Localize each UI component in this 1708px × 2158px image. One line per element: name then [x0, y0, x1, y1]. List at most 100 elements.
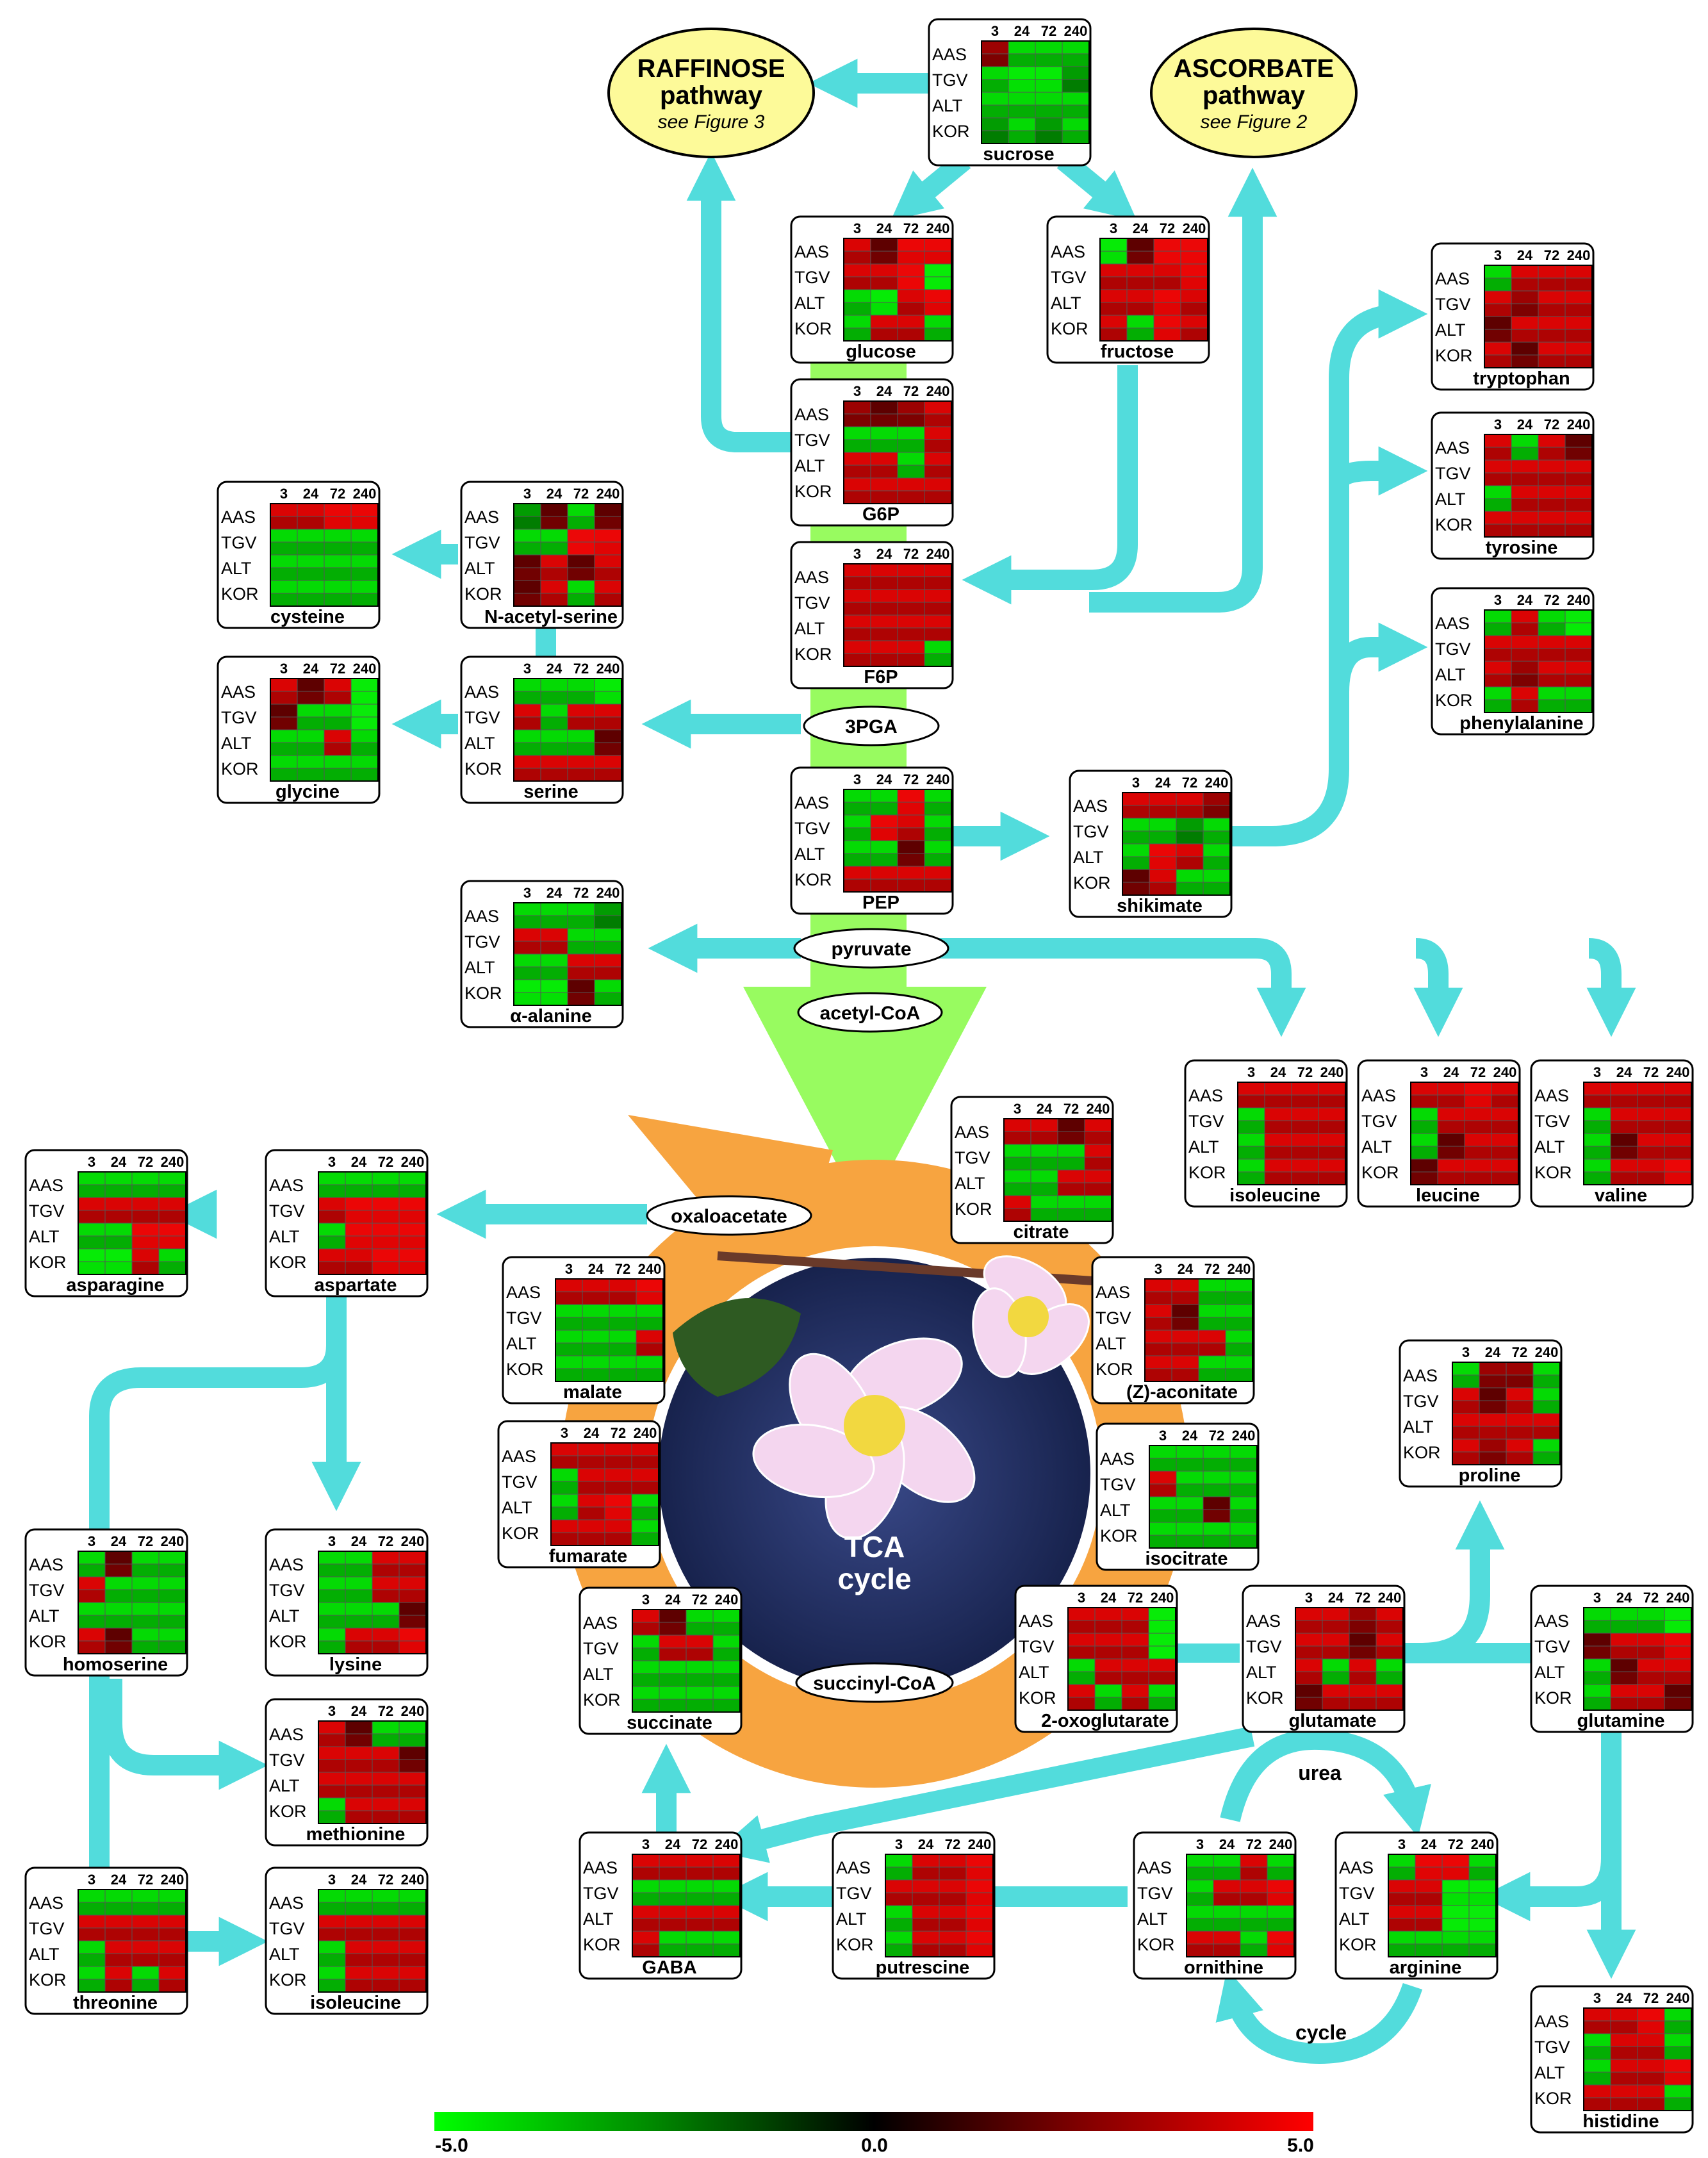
row-label: AAS: [1073, 796, 1108, 816]
row-label: AAS: [269, 1725, 304, 1744]
heatmap-cell: [1148, 1697, 1176, 1711]
heatmap-cell: [1583, 1171, 1611, 1185]
heatmap-cell: [1415, 1892, 1443, 1906]
heatmap-cell: [540, 742, 568, 756]
heatmap-cell: [318, 1171, 346, 1185]
heatmap-cell: [513, 567, 541, 581]
heatmap-cell: [567, 755, 595, 769]
heatmap-cell: [1122, 792, 1150, 806]
heatmap-cell: [1583, 2072, 1611, 2086]
heatmap-cell: [1464, 1107, 1492, 1121]
metabolite-name: PEP: [862, 893, 899, 913]
heatmap-cell: [372, 1563, 400, 1577]
heatmap-cell: [1198, 1330, 1226, 1344]
heatmap-cell: [567, 768, 595, 782]
row-label: KOR: [269, 1632, 307, 1651]
time-label: 24: [1421, 1836, 1437, 1852]
heatmap-cell: [1035, 130, 1063, 144]
row-label: AAS: [1100, 1449, 1135, 1469]
time-label: 72: [378, 1703, 393, 1719]
heatmap-cell: [324, 503, 352, 517]
heatmap-cell: [567, 704, 595, 718]
heatmap-cell: [513, 768, 541, 782]
heatmap-cell: [1144, 1304, 1172, 1318]
metabolite-name: G6P: [862, 504, 899, 525]
heatmap-cell: [897, 789, 925, 803]
heatmap-cell: [1203, 856, 1231, 870]
time-label: 72: [903, 546, 919, 562]
heatmap-cell: [372, 1248, 400, 1262]
heatmap-cell: [604, 1455, 632, 1469]
heatmap-cell: [345, 1640, 373, 1654]
heatmap-cell: [1237, 1094, 1265, 1108]
heatmap-cell: [965, 1854, 994, 1868]
svg-text:ASCORBATE: ASCORBATE: [1174, 54, 1334, 83]
heatmap-cell: [567, 902, 595, 916]
heatmap-cell: [1198, 1355, 1226, 1369]
heatmap-cell: [1291, 1120, 1319, 1134]
heatmap-cell: [582, 1330, 610, 1344]
time-label: 24: [876, 546, 892, 562]
heatmap-cell: [1491, 1146, 1519, 1160]
time-label: 24: [1517, 416, 1533, 432]
row-label: KOR: [1137, 1935, 1175, 1954]
heatmap-cell: [1375, 1620, 1404, 1634]
heatmap-cell: [513, 678, 541, 692]
heatmap-cell: [324, 593, 352, 607]
heatmap-cell: [297, 755, 325, 769]
heatmap-cell: [594, 704, 622, 718]
heatmap-cell: [1084, 1169, 1112, 1183]
heatmap-cell: [636, 1304, 664, 1318]
heatmap-cell: [1122, 830, 1150, 844]
heatmap-cell: [1030, 1169, 1058, 1183]
heatmap-cell: [1099, 289, 1128, 303]
heatmap-cell: [843, 814, 871, 828]
heatmap-cell: [659, 1931, 687, 1945]
heatmap-cell: [1229, 1470, 1258, 1485]
heatmap-cell: [897, 400, 925, 415]
heatmap-cell: [540, 529, 568, 543]
heatmap-cell: [1144, 1342, 1172, 1356]
heatmap-cell: [1180, 327, 1208, 342]
row-label: KOR: [955, 1199, 992, 1219]
time-label: 72: [1297, 1064, 1313, 1080]
heatmap-cell: [870, 426, 898, 440]
heatmap-cell: [1229, 1535, 1258, 1549]
metabolite-name: arginine: [1390, 1957, 1462, 1978]
time-label: 72: [573, 885, 589, 901]
heatmap-cell: [1186, 1854, 1214, 1868]
heatmap-cell: [1532, 1362, 1561, 1376]
time-label: 240: [401, 1154, 425, 1170]
heatmap-cell: [659, 1905, 687, 1919]
heatmap-cell: [1506, 1426, 1534, 1440]
heatmap-cell: [1388, 1879, 1416, 1893]
time-label: 240: [1471, 1836, 1495, 1852]
heatmap-cell: [1094, 1645, 1122, 1660]
heatmap-cell: [1506, 1387, 1534, 1401]
heatmap-cell: [513, 979, 541, 993]
time-label: 3: [280, 661, 288, 677]
time-label: 3: [991, 23, 999, 39]
heatmap-cell: [1008, 92, 1036, 106]
heatmap-grid-border: [1237, 1082, 1346, 1185]
metabolite-name: citrate: [1013, 1222, 1069, 1242]
heatmap-cell: [843, 627, 871, 641]
metabolite-name: threonine: [73, 1993, 158, 2013]
heatmap-cell: [398, 1927, 427, 1941]
heatmap-cell: [513, 529, 541, 543]
time-label: 72: [1355, 1590, 1370, 1606]
heatmap-cell: [1564, 316, 1593, 330]
heatmap-cell: [297, 593, 325, 607]
heatmap-cell: [1225, 1330, 1253, 1344]
heatmap-cell: [1171, 1342, 1199, 1356]
heatmap-cell: [1318, 1107, 1346, 1121]
heatmap-cell: [398, 1210, 427, 1224]
heatmap-cell: [1664, 1146, 1692, 1160]
heatmap-cell: [924, 814, 952, 828]
heatmap-cell: [1186, 1905, 1214, 1919]
heatmap-cell: [78, 1966, 106, 1980]
heatmap-cell: [1203, 869, 1231, 883]
heatmap-cell: [1532, 1451, 1561, 1465]
time-label: 24: [588, 1261, 604, 1277]
